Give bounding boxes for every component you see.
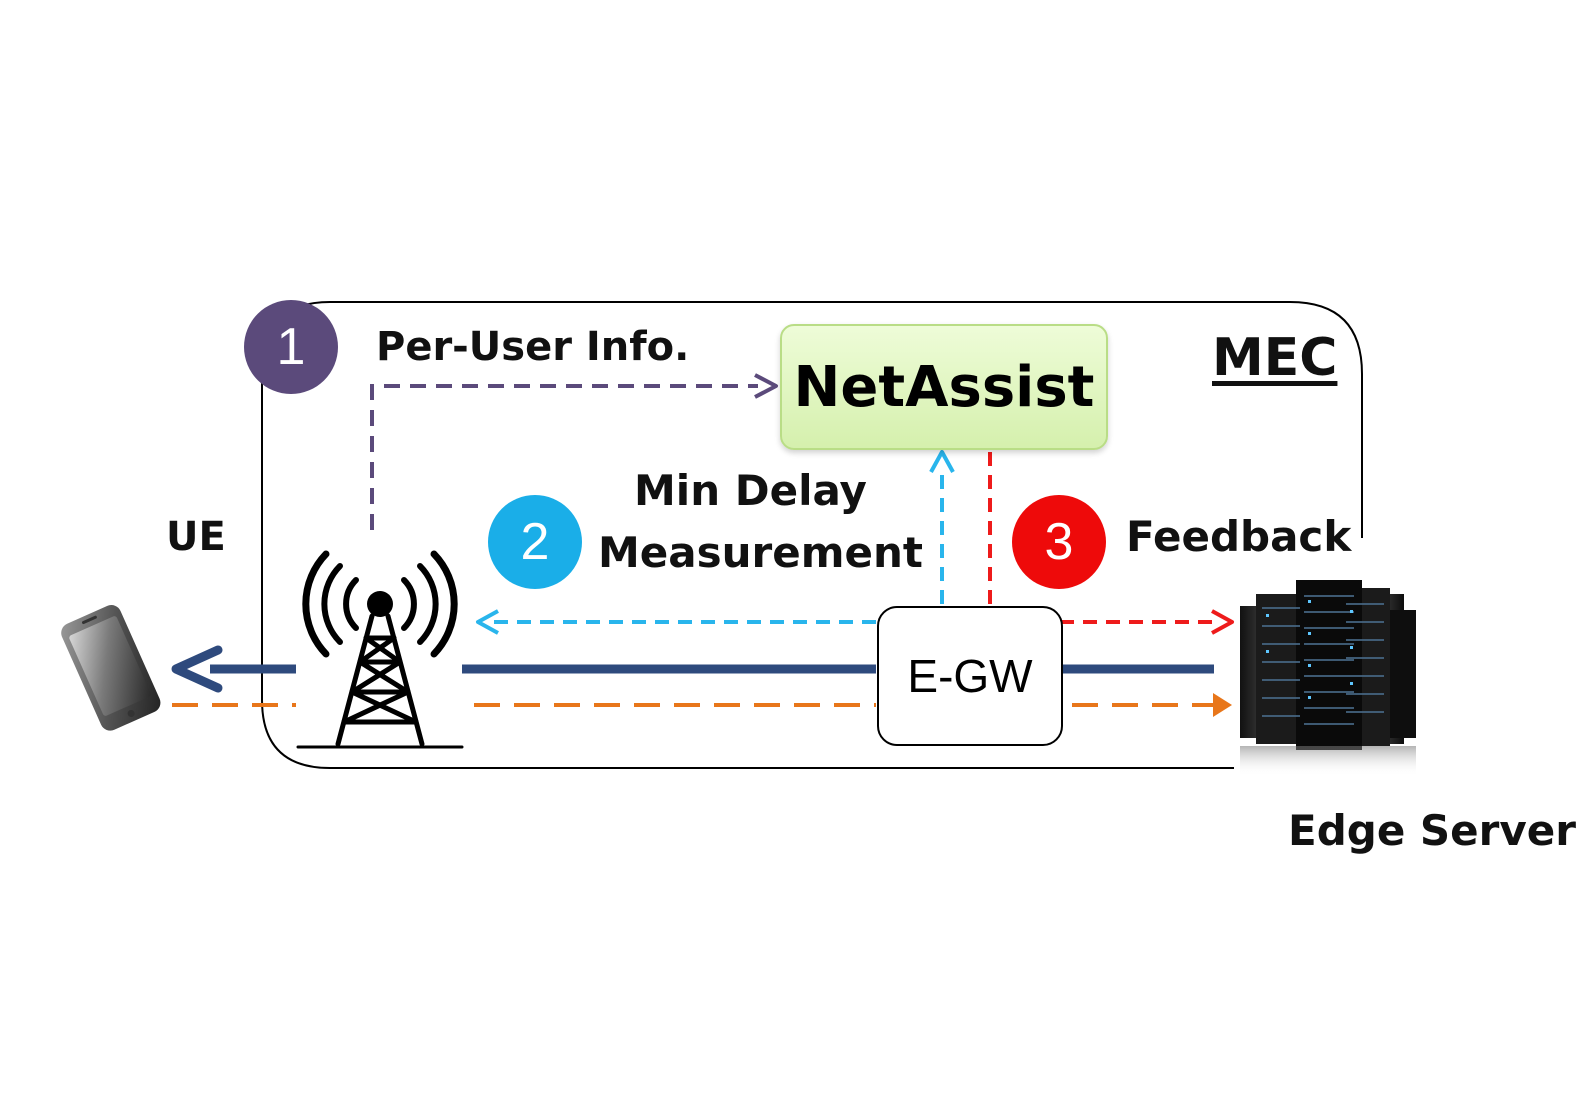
cell-tower-icon bbox=[296, 550, 464, 749]
step-3-number: 3 bbox=[1044, 513, 1074, 571]
downlink-flow bbox=[171, 645, 1214, 693]
step-2-badge: 2 bbox=[488, 495, 582, 589]
step-3-label: Feedback bbox=[1126, 512, 1352, 561]
netassist-label: NetAssist bbox=[793, 354, 1095, 420]
server-rack-icon bbox=[1240, 580, 1416, 776]
step-1-badge: 1 bbox=[244, 300, 338, 394]
edge-server-label: Edge Server bbox=[1288, 806, 1576, 855]
ue-label: UE bbox=[166, 514, 226, 560]
egw-label: E-GW bbox=[907, 650, 1033, 702]
feedback-flow bbox=[988, 452, 1234, 635]
step-1-number: 1 bbox=[276, 318, 306, 376]
min-delay-flow bbox=[476, 450, 955, 635]
step-3-badge: 3 bbox=[1012, 495, 1106, 589]
smartphone-icon bbox=[61, 605, 161, 731]
mec-title: MEC bbox=[1212, 328, 1338, 388]
step-2-number: 2 bbox=[520, 513, 550, 571]
netassist-box: NetAssist bbox=[780, 324, 1108, 450]
uplink-flow bbox=[172, 693, 1232, 717]
step-2-label-line2: Measurement bbox=[598, 528, 923, 577]
egw-box: E-GW bbox=[877, 606, 1063, 746]
per-user-info-flow bbox=[370, 373, 778, 530]
step-1-label: Per-User Info. bbox=[376, 324, 690, 370]
step-2-label-line1: Min Delay bbox=[634, 466, 867, 515]
